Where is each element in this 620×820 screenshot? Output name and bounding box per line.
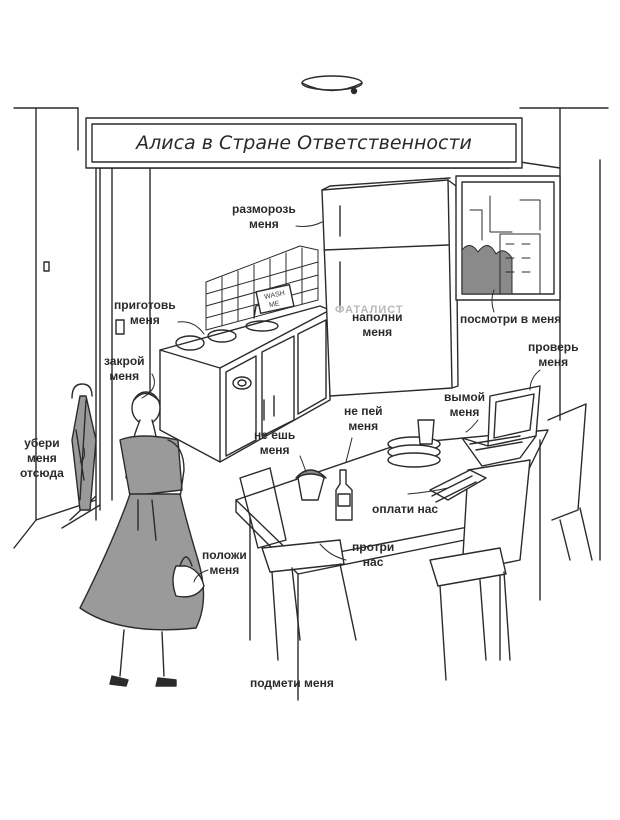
label-sweep: подмети меня — [250, 676, 334, 691]
label-wipe: протри нас — [352, 540, 394, 570]
label-remove-line3: отсюда — [20, 466, 64, 480]
label-cook: приготовь меня — [114, 298, 176, 328]
label-remove: убери меня отсюда — [20, 436, 64, 481]
label-sweep-line1: подмети меня — [250, 676, 334, 690]
page-title: Алиса в Стране Ответственности — [136, 132, 472, 154]
label-dont-drink: не пей меня — [344, 404, 383, 434]
label-look: посмотри в меня — [460, 312, 561, 327]
label-check: проверь меня — [528, 340, 579, 370]
table-items — [295, 419, 487, 521]
label-dont-drink-line2: меня — [348, 419, 379, 433]
chairs — [239, 403, 593, 681]
label-fill-line1: наполни — [352, 310, 403, 324]
label-defrost-line2: меня — [248, 217, 279, 231]
alice-figure — [79, 391, 205, 687]
label-dont-eat-line2: меня — [259, 443, 290, 457]
window — [455, 175, 561, 301]
label-look-line1: посмотри в меня — [460, 312, 562, 326]
label-wash-line2: меня — [449, 405, 480, 419]
label-wipe-line1: протри — [352, 540, 395, 554]
label-pointers — [79, 221, 541, 583]
label-put-line1: положи — [202, 548, 247, 562]
label-close: закрой меня — [104, 354, 145, 384]
label-defrost: разморозь меня — [232, 202, 296, 232]
label-dont-eat-line1: не ешь — [254, 428, 296, 442]
label-put-line2: меня — [209, 563, 240, 577]
label-pay-line1: оплати нас — [372, 502, 439, 516]
sink-note: WASH ME — [264, 290, 286, 309]
label-close-line2: меня — [109, 369, 140, 383]
umbrella — [71, 383, 97, 511]
label-cook-line2: меня — [129, 313, 160, 327]
label-wipe-line2: нас — [362, 555, 384, 569]
laptop — [461, 385, 541, 467]
label-dont-eat: не ешь меня — [254, 428, 295, 458]
label-defrost-line1: разморозь — [232, 202, 296, 216]
label-wash-line1: вымой — [444, 390, 486, 404]
label-close-line1: закрой — [104, 354, 145, 368]
label-check-line2: меня — [538, 355, 569, 369]
label-fill: наполни меня — [352, 310, 402, 340]
fridge — [321, 177, 459, 397]
stove-counter — [159, 284, 331, 463]
sink-note-line2: ME — [269, 300, 281, 309]
label-wash: вымой меня — [444, 390, 485, 420]
title-banner — [85, 117, 523, 169]
label-remove-line2: меня — [27, 451, 57, 465]
sink-note-line1: WASH — [264, 290, 286, 301]
label-cook-line1: приготовь — [114, 298, 176, 312]
label-dont-drink-line1: не пей — [344, 404, 383, 418]
label-pay: оплати нас — [372, 502, 438, 517]
ceiling-lamp — [301, 75, 363, 95]
label-check-line1: проверь — [528, 340, 579, 354]
label-remove-line1: убери — [24, 436, 60, 450]
watermark: ФАТАЛИСТ — [335, 304, 404, 316]
label-put: положи меня — [202, 548, 247, 578]
label-fill-line2: меня — [362, 325, 393, 339]
